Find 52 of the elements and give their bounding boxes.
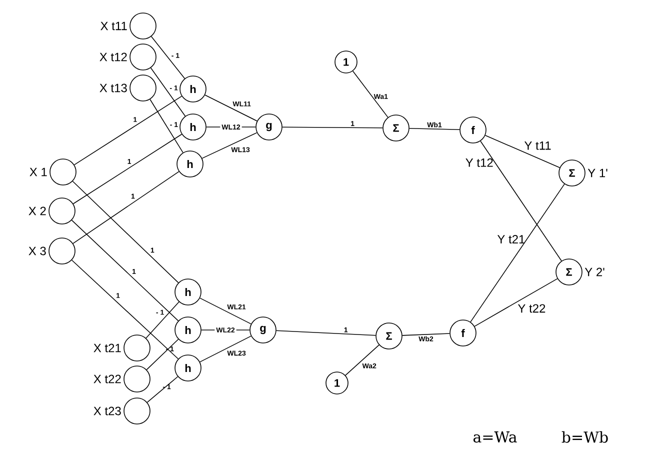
input-label: X t23 [94,406,121,416]
connection-line [150,36,186,79]
connection-line [74,96,182,166]
connection-line [71,260,179,360]
input-circle [48,198,76,224]
connection-line [146,302,180,338]
input-circle [124,366,150,392]
connection-line [484,134,560,168]
connection-line [409,128,460,130]
input-circle [124,398,150,424]
input-label: X 1 [30,168,47,176]
input-circle [130,44,156,70]
connection-line [71,220,179,322]
input-circle [124,334,150,362]
connection-line [204,94,258,122]
connection-line [276,330,376,336]
connection-line [282,126,383,128]
input-label: X t22 [94,374,121,384]
connection-line [470,184,565,322]
input-circle [48,238,76,264]
connection-line [402,333,450,336]
connection-line [480,140,562,262]
connection-line [150,99,184,153]
connection-line [150,68,186,116]
connection-line [474,278,558,327]
connection-line [146,376,178,403]
connection-line [200,298,252,324]
output-label: Y 2' [584,268,604,276]
input-label: X t11 [100,22,127,30]
connection-line [72,171,180,244]
input-label: X 2 [28,206,46,216]
connection-line [72,180,179,284]
edge-label: Y t11 [524,141,551,150]
output-label: Y 1' [588,168,608,178]
input-label: X 3 [28,246,46,256]
edge-label: Y t12 [466,158,493,167]
connection-line [202,132,258,159]
connection-line [200,336,252,362]
edge-label: Y t21 [497,234,525,244]
note-text: a=Wa [473,431,517,443]
input-circle [130,12,156,40]
input-label: X t21 [94,344,121,352]
connection-line [146,338,179,370]
connection-line [72,134,182,204]
input-circle [130,74,156,102]
note-text: b=Wb [562,431,608,443]
edge-label: Y t22 [518,304,546,313]
input-label: X t13 [100,84,127,92]
connection-line [345,344,380,376]
connection-line [352,70,388,118]
input-label: X t12 [100,52,127,62]
input-circle [50,158,76,186]
